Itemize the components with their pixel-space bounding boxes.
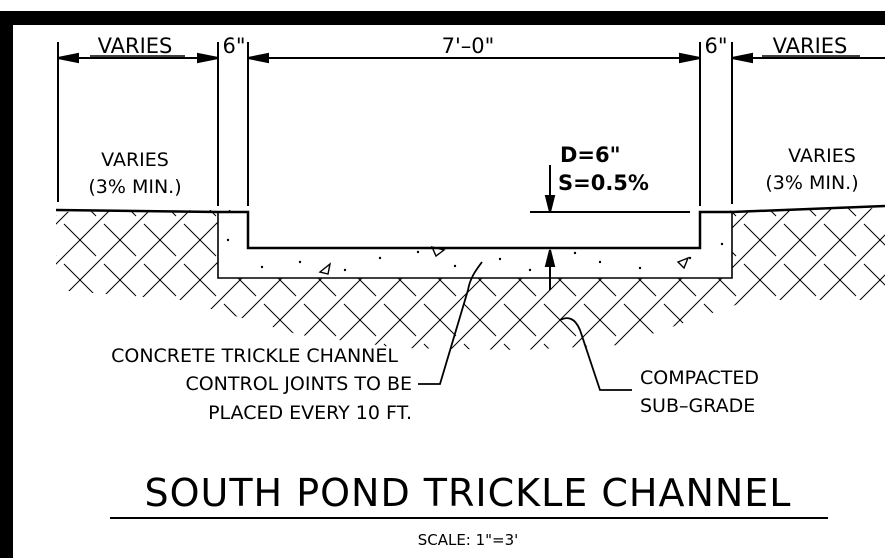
subgrade-note-line1: COMPACTED [640, 367, 759, 389]
left-varies-dimension: VARIES [98, 34, 173, 58]
channel-slope: S=0.5% [558, 171, 649, 195]
aggregate-triangle [676, 256, 690, 270]
channel-outline [218, 210, 732, 250]
channel-width-dimension: 7'–0" [442, 34, 495, 58]
right-slope-min: (3% MIN.) [765, 172, 858, 194]
left-slope-label: VARIES [101, 149, 169, 171]
depth-callout-arrows [530, 165, 690, 290]
subgrade-note-line2: SUB–GRADE [640, 395, 755, 417]
concrete-aggregate [226, 238, 724, 272]
left-slope-min: (3% MIN.) [88, 176, 181, 198]
right-slope-label: VARIES [788, 145, 856, 167]
concrete-note-line3: PLACED EVERY 10 FT. [208, 402, 412, 424]
aggregate-triangle [430, 245, 446, 258]
subgrade-leader-line [559, 317, 632, 391]
concrete-section [217, 211, 733, 279]
extension-lines [57, 42, 733, 206]
right-varies-dimension: VARIES [773, 34, 848, 58]
ground-line-right [731, 204, 885, 214]
concrete-note-line1: CONCRETE TRICKLE CHANNEL [111, 345, 398, 367]
right-curb-dimension: 6" [704, 34, 727, 58]
dimension-line [57, 52, 885, 64]
channel-depth: D=6" [560, 143, 621, 167]
concrete-leader-line [418, 261, 483, 385]
left-curb-dimension: 6" [222, 34, 245, 58]
concrete-note-line2: CONTROL JOINTS TO BE [185, 373, 412, 395]
ground-line-left [55, 208, 219, 214]
aggregate-triangle [318, 262, 332, 275]
scale-note: SCALE: 1"=3' [418, 531, 519, 549]
detail-title: SOUTH POND TRICKLE CHANNEL [145, 471, 792, 515]
drawing-frame [0, 11, 885, 558]
